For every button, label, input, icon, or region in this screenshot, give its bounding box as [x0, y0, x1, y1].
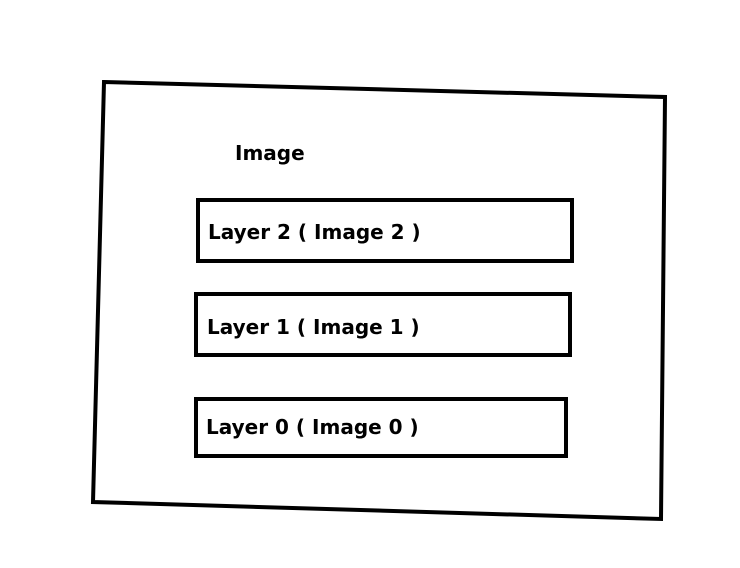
layer-box-0-label: Layer 0 ( Image 0 ): [206, 415, 419, 439]
layer-box-2-border: [196, 198, 574, 263]
image-title: Image: [235, 141, 305, 165]
layer-box-2-label: Layer 2 ( Image 2 ): [208, 220, 421, 244]
layer-box-2: Layer 2 ( Image 2 ): [196, 198, 574, 263]
layer-box-1: Layer 1 ( Image 1 ): [194, 292, 572, 357]
layer-box-1-label: Layer 1 ( Image 1 ): [207, 315, 420, 339]
layer-box-1-border: [194, 292, 572, 357]
layer-box-0-border: [194, 397, 568, 458]
layer-box-0: Layer 0 ( Image 0 ): [194, 397, 568, 458]
image-frame: [90, 79, 668, 522]
